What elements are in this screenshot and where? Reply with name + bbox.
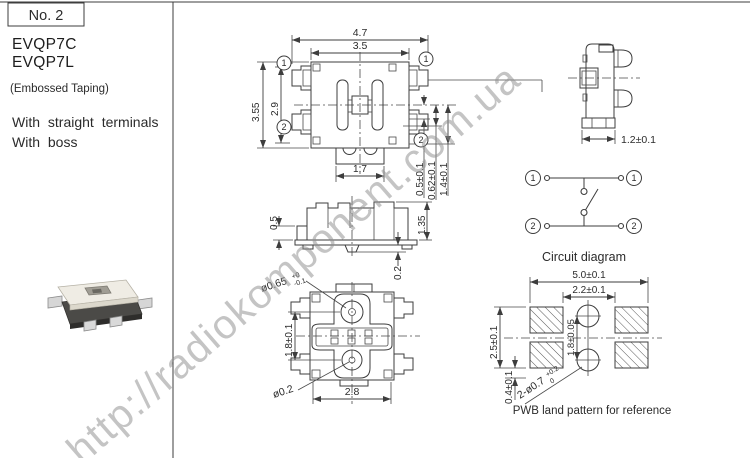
taping-note: (Embossed Taping) — [10, 83, 109, 95]
circuit-terminal-2-left — [525, 218, 541, 234]
top-view: 4.7 3.5 3.55 2.9 1.7 0.5±0.1 0.62±0.1 1.… — [251, 27, 543, 200]
terminal-2-number: 2 — [631, 221, 636, 231]
dim-terminal-offset: 0.5±0.1 — [415, 162, 426, 196]
terminal-2-callout — [413, 132, 429, 148]
circuit-diagram: 1 1 2 2 Circuit diagram — [525, 170, 642, 264]
dim-overall-width: 4.7 — [353, 27, 368, 39]
terminal-1-number: 1 — [530, 173, 535, 183]
component-photo — [47, 279, 153, 332]
dim-boss-pitch: 1.8±0.1 — [284, 323, 295, 357]
sheet-number-box — [7, 2, 85, 27]
circuit-terminal-2-right — [626, 218, 642, 234]
model-number-2: EVQP7L — [12, 54, 74, 71]
dim-overall-height: 3.55 — [251, 102, 262, 122]
land-pad — [529, 341, 564, 369]
dim-body-height-side: 1.35 — [417, 215, 428, 235]
terminal-2-number: 2 — [418, 135, 423, 145]
dim-body-height: 2.9 — [270, 102, 281, 116]
dim-terminal-length: 1.4±0.1 — [439, 162, 450, 196]
terminal-2-number: 2 — [281, 122, 286, 132]
land-pad — [614, 341, 649, 369]
dim-pin-dia: ø0.2 — [271, 383, 295, 401]
land-pattern-caption: PWB land pattern for reference — [513, 405, 672, 417]
left-panel: EVQP7C EVQP7L (Embossed Taping) With str… — [10, 36, 158, 150]
land-pad — [529, 306, 564, 334]
circuit-terminal-1-left — [525, 170, 541, 186]
dim-lp-hole-pitch: 1.8±0.05 — [566, 319, 577, 356]
terminal-1-callout — [276, 55, 292, 71]
terminal-1-number: 1 — [281, 58, 286, 68]
terminal-1-callout — [418, 51, 434, 67]
holes-tol-lower: 0 — [549, 377, 556, 385]
dim-terminal-height: 0.5 — [269, 216, 280, 230]
dim-lp-hole-offset: 0.4±0.1 — [504, 370, 515, 404]
circuit-diagram-caption: Circuit diagram — [542, 250, 626, 264]
terminal-2-number: 2 — [530, 221, 535, 231]
terminal-1-number: 1 — [423, 54, 428, 64]
land-pad — [614, 306, 649, 334]
circuit-terminal-1-right — [626, 170, 642, 186]
side-view: 1.2±0.1 — [568, 43, 656, 146]
model-number-1: EVQP7C — [12, 36, 77, 53]
feature-terminals: With straight terminals — [12, 114, 158, 130]
land-pattern: 5.0±0.1 2.2±0.1 2.5±0.1 0.4±0.1 1.8±0.05… — [489, 270, 671, 417]
front-view: 0.5 1.35 0.2 — [269, 196, 432, 280]
terminal-1-number: 1 — [631, 173, 636, 183]
dim-boss-height: 0.2 — [393, 266, 404, 280]
dim-base-width: 1.2±0.1 — [621, 134, 656, 146]
boss-tol-upper: +0 — [291, 272, 301, 281]
dim-stem-width: 1.7 — [353, 164, 367, 175]
feature-boss: With boss — [12, 134, 77, 150]
dim-lp-pad-inner-span: 2.2±0.1 — [572, 285, 606, 296]
dim-lp-overall-width: 5.0±0.1 — [572, 270, 606, 281]
dim-lp-pad-outer-height: 2.5±0.1 — [489, 325, 500, 359]
dim-body-width: 3.5 — [353, 40, 368, 52]
dim-lp-holes: 2-ø0.7 — [515, 375, 547, 402]
dim-terminal-thickness: 0.62±0.1 — [427, 161, 438, 200]
bottom-view: ø0.65 +0 -0.1 1.8±0.1 ø0.2 2.8 — [259, 272, 420, 404]
terminal-2-callout — [276, 119, 292, 135]
sheet-number-label: No. 2 — [29, 8, 64, 24]
boss-tol-lower: -0.1 — [293, 278, 307, 288]
dim-terminal-span: 2.8 — [345, 386, 360, 398]
